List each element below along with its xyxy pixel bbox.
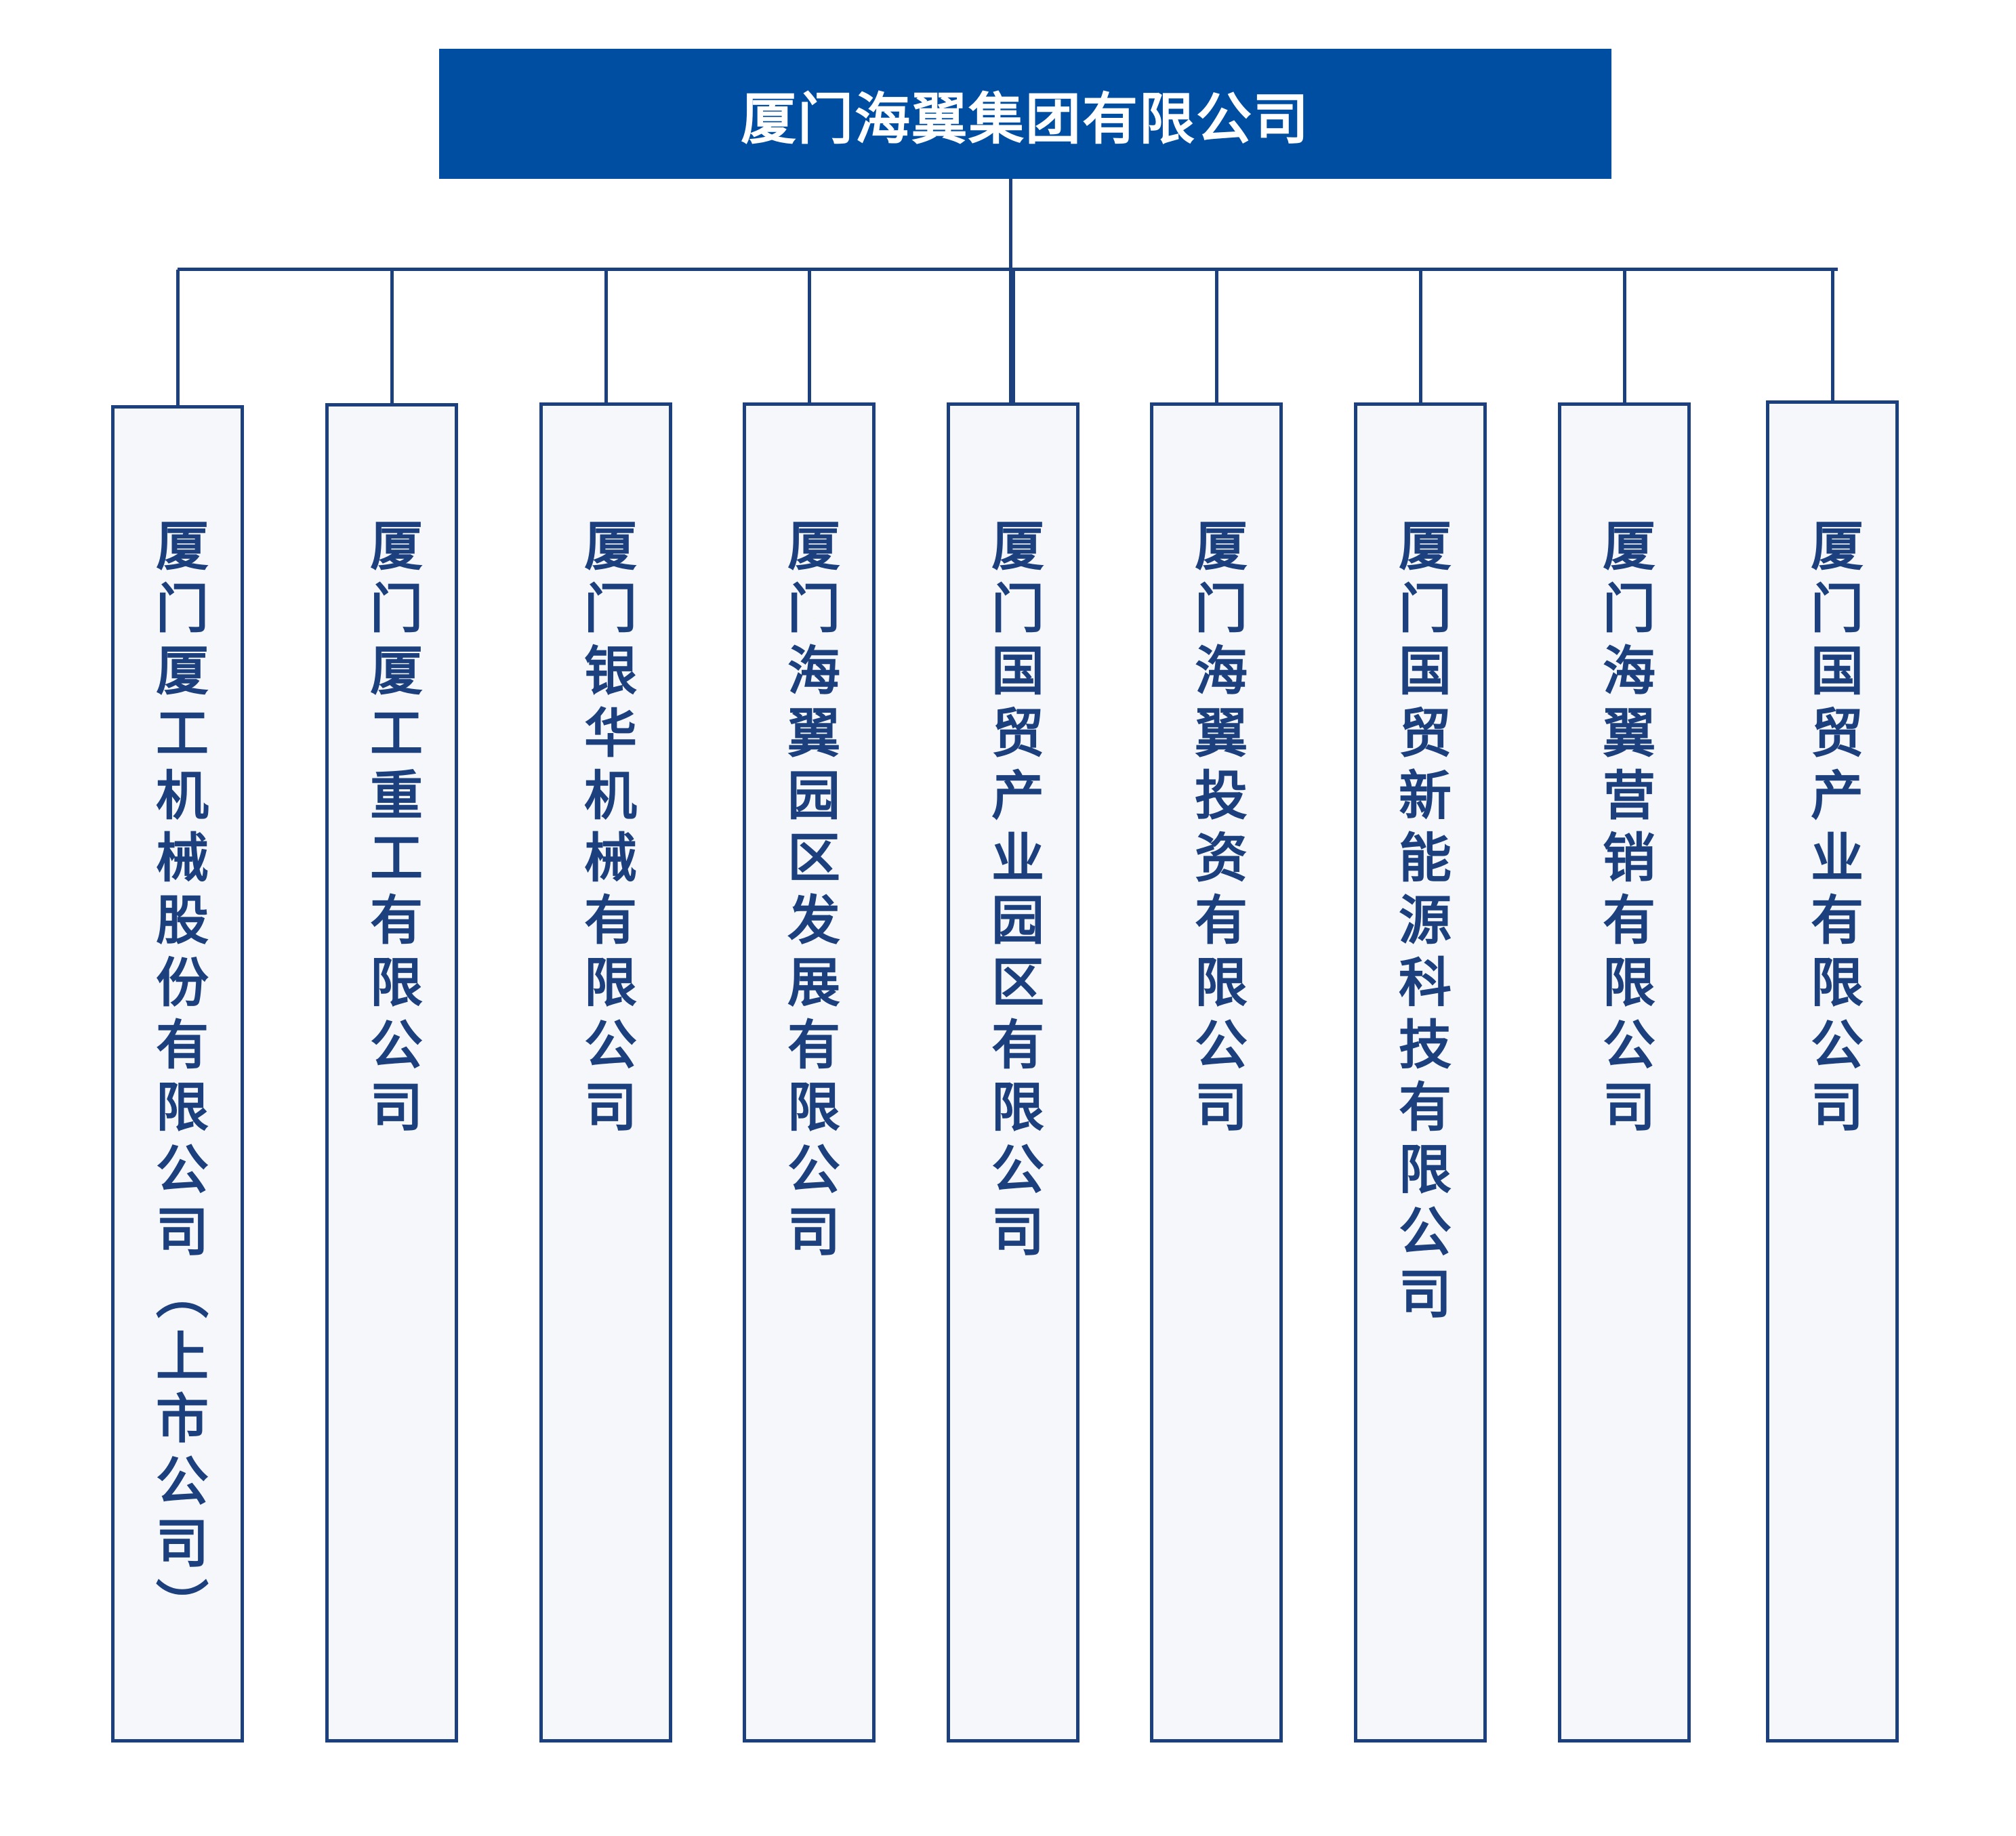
child-connector (604, 270, 608, 402)
child-node: 厦门厦工机械股份有限公司（上市公司） (111, 405, 244, 1743)
child-node-label: 厦门海翼投资有限公司 (1186, 518, 1247, 1142)
bus-connector (178, 268, 1838, 271)
child-node: 厦门国贸产业园区有限公司 (947, 402, 1079, 1743)
child-connector (1623, 270, 1626, 402)
child-node-label: 厦门厦工机械股份有限公司（上市公司） (147, 518, 208, 1640)
root-node-label: 厦门海翼集团有限公司 (740, 87, 1310, 152)
child-node-label: 厦门厦工重工有限公司 (361, 518, 422, 1142)
child-node: 厦门海翼营销有限公司 (1558, 402, 1691, 1743)
child-node-label: 厦门银华机械有限公司 (575, 518, 636, 1142)
trunk-connector (1009, 179, 1012, 406)
child-connector (808, 270, 811, 402)
child-node: 厦门国贸产业有限公司 (1766, 400, 1899, 1743)
child-connector (390, 270, 394, 403)
child-node-label: 厦门国贸新能源科技有限公司 (1390, 518, 1451, 1329)
child-connector (1012, 270, 1015, 402)
child-connector (1831, 270, 1834, 400)
child-node-label: 厦门国贸产业有限公司 (1802, 518, 1863, 1142)
child-node-label: 厦门海翼园区发展有限公司 (779, 518, 840, 1266)
child-connector (176, 270, 180, 405)
child-connector (1215, 270, 1218, 402)
root-node: 厦门海翼集团有限公司 (439, 49, 1611, 179)
child-node-label: 厦门海翼营销有限公司 (1594, 518, 1655, 1142)
child-node-label: 厦门国贸产业园区有限公司 (983, 518, 1044, 1266)
child-node: 厦门海翼园区发展有限公司 (743, 402, 876, 1743)
child-connector (1419, 270, 1422, 402)
child-node: 厦门银华机械有限公司 (539, 402, 672, 1743)
child-node: 厦门海翼投资有限公司 (1150, 402, 1283, 1743)
child-node: 厦门厦工重工有限公司 (325, 403, 458, 1743)
child-node: 厦门国贸新能源科技有限公司 (1354, 402, 1487, 1743)
